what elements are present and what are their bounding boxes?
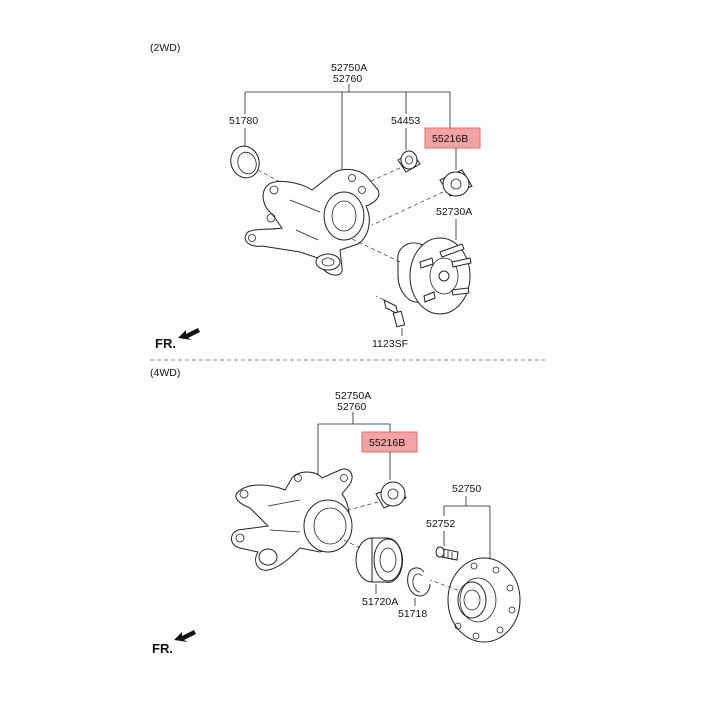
label-52760-bottom[interactable]: 52760	[337, 401, 366, 413]
arrow-icon-bottom	[174, 630, 196, 642]
bushing-55216B-top[interactable]	[371, 169, 473, 226]
label-51718[interactable]: 51718	[398, 608, 427, 620]
bolt-1123SF[interactable]	[375, 295, 406, 336]
wheel-studs-top	[419, 243, 472, 303]
bushing-54453[interactable]	[361, 150, 421, 186]
dust-cap-51780[interactable]	[226, 142, 296, 191]
label-55216B-top[interactable]: 55216B	[432, 133, 468, 145]
label-51720A[interactable]: 51720A	[362, 596, 398, 608]
highlight-55216B-top	[424, 127, 481, 149]
label-51780[interactable]: 51780	[229, 115, 258, 127]
fr-label-top: FR.	[155, 336, 176, 351]
fr-label-bottom: FR.	[152, 641, 173, 656]
highlight-55216B-bottom	[361, 431, 418, 453]
wheel-hub-52750[interactable]	[429, 557, 521, 643]
leader-bracket-bottom	[317, 412, 391, 482]
hub-bearing-52730A[interactable]	[349, 237, 472, 315]
label-52750A-bottom[interactable]: 52750A	[335, 390, 371, 402]
bearing-51720A[interactable]	[339, 537, 403, 583]
label-1123SF[interactable]: 1123SF	[372, 338, 408, 350]
label-52750A-top[interactable]: 52750A	[331, 62, 367, 74]
label-52730A[interactable]: 52730A	[436, 206, 472, 218]
front-arrow-bottom: FR.	[152, 630, 196, 656]
section-title-4wd: (4WD)	[150, 367, 180, 379]
label-54453[interactable]: 54453	[391, 115, 420, 127]
leader-bracket-top	[244, 84, 451, 170]
knuckle-2wd[interactable]	[244, 169, 380, 276]
label-55216B-bottom[interactable]: 55216B	[369, 437, 405, 449]
front-arrow-top: FR.	[155, 328, 200, 351]
label-52752[interactable]: 52752	[426, 518, 455, 530]
bushing-55216B-bottom[interactable]	[347, 481, 407, 511]
section-title-2wd: (2WD)	[150, 42, 180, 54]
snap-ring-51718[interactable]	[407, 567, 431, 597]
wheel-stud-52752[interactable]	[435, 546, 459, 561]
label-52760-top[interactable]: 52760	[333, 73, 362, 85]
label-52750-bottom[interactable]: 52750	[452, 483, 481, 495]
knuckle-4wd[interactable]	[231, 468, 353, 571]
arrow-icon-top	[178, 328, 200, 340]
hub-bolt-holes	[454, 562, 516, 640]
